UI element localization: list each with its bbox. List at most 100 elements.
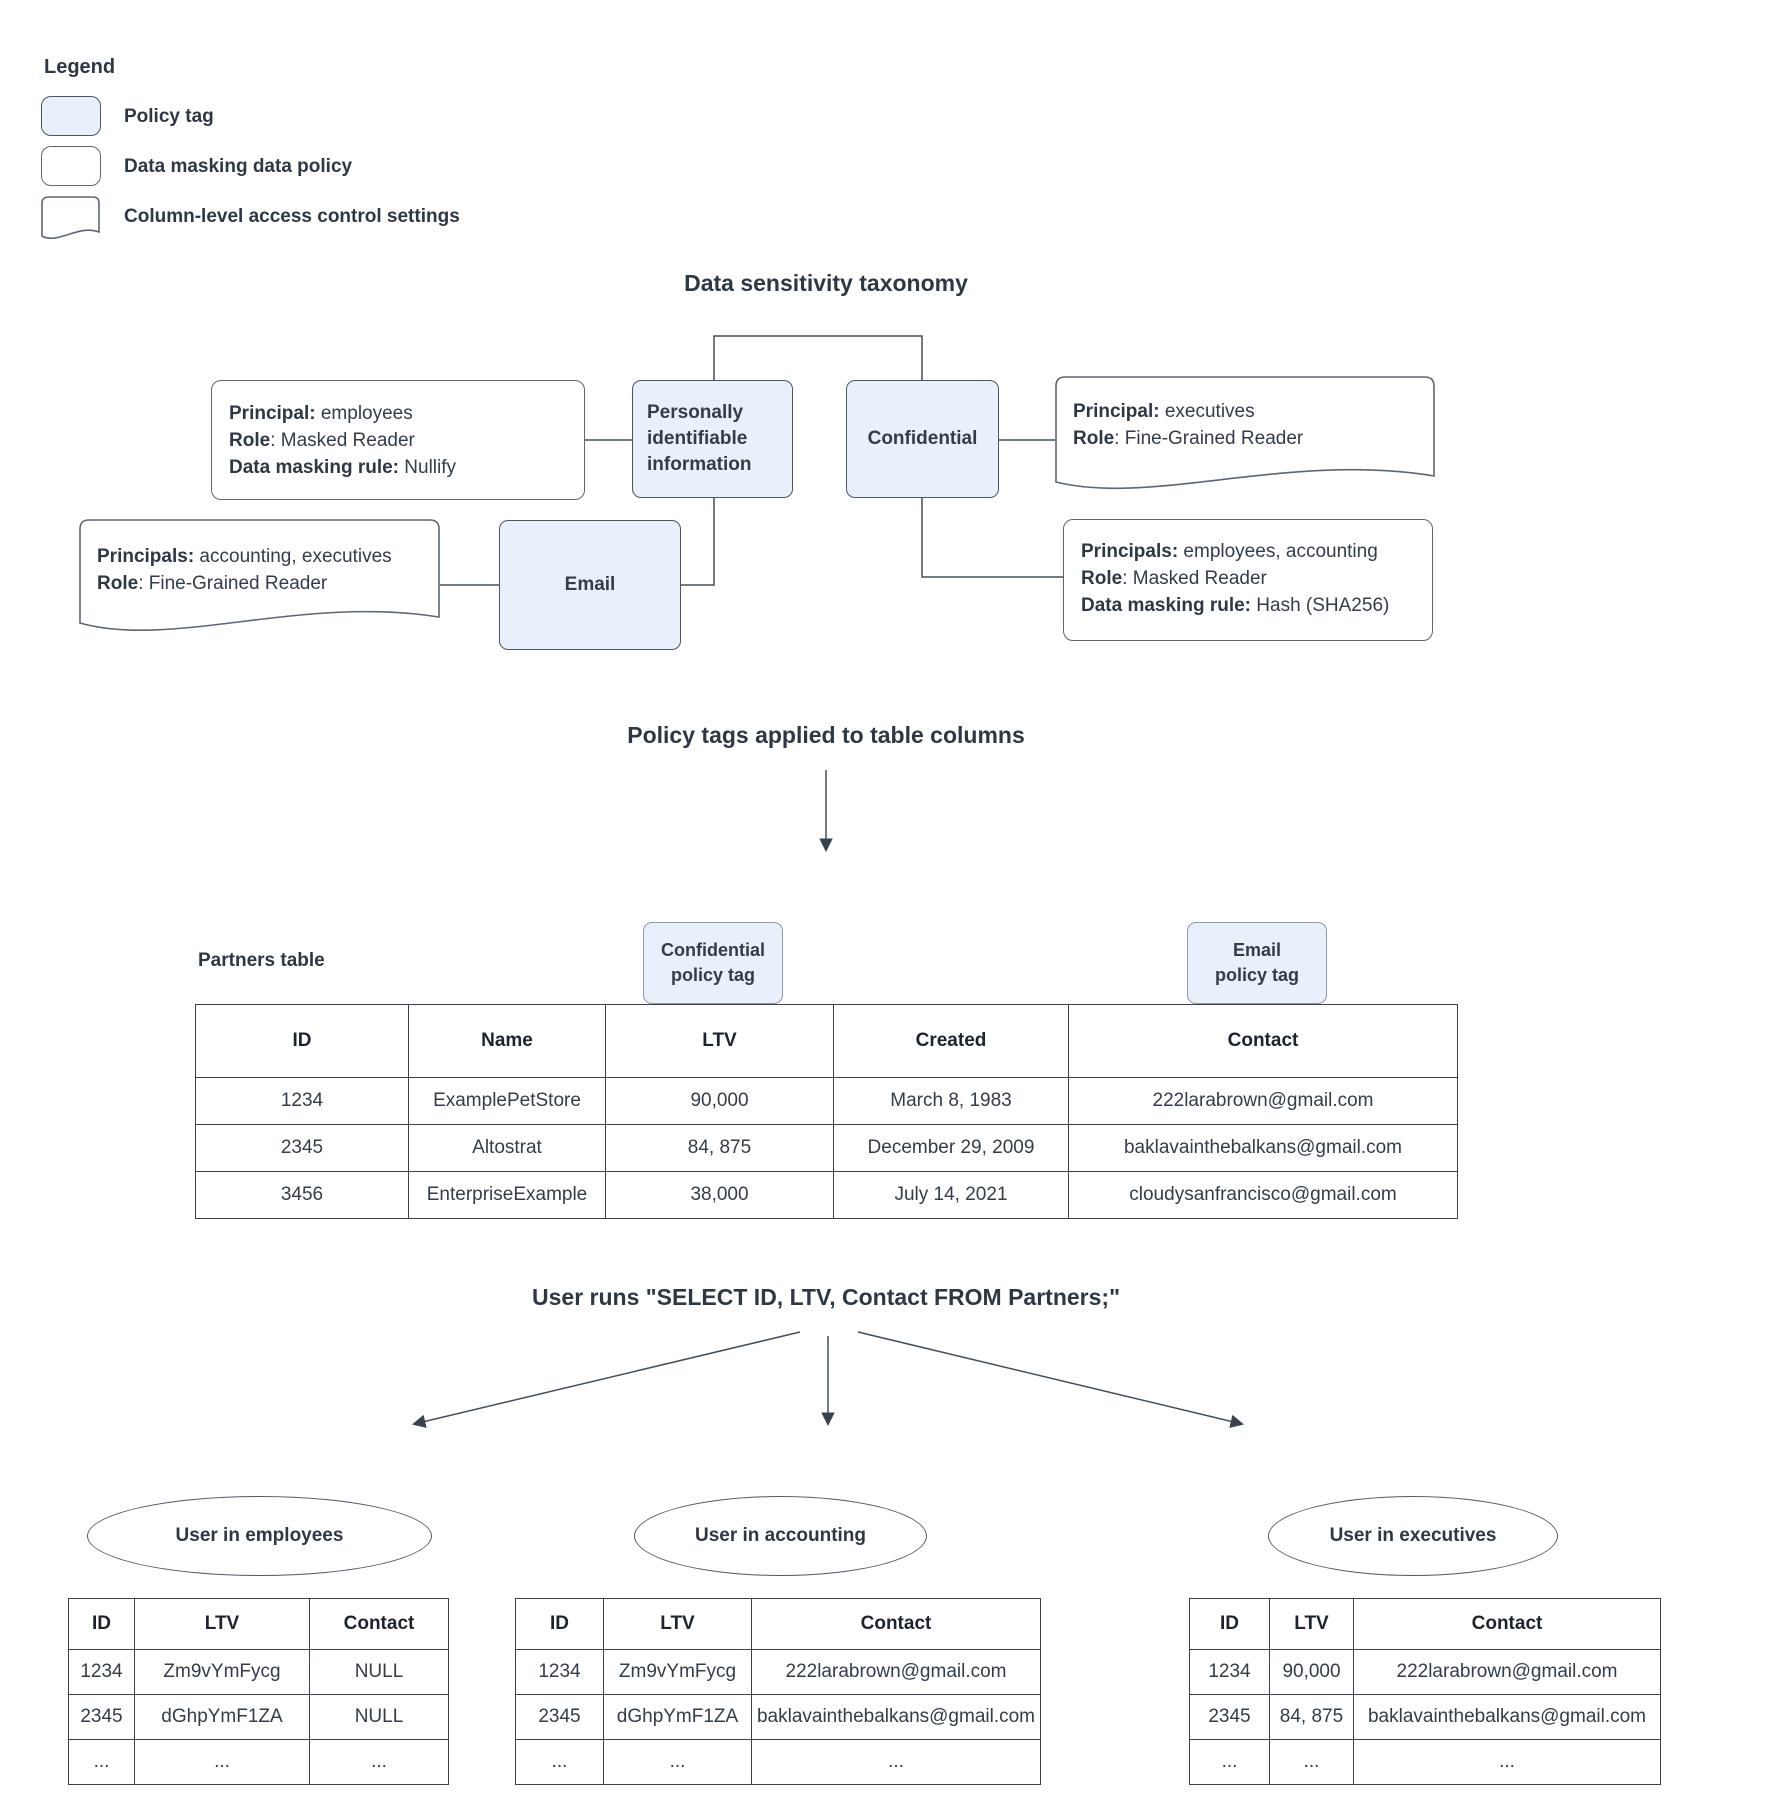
group-label: User in accounting bbox=[694, 1525, 867, 1546]
table-cell: 84, 875 bbox=[1269, 1694, 1354, 1740]
table-cell: EnterpriseExample bbox=[408, 1171, 606, 1219]
table-cell: dGhpYmF1ZA bbox=[603, 1694, 752, 1740]
table-cell: 2345 bbox=[68, 1694, 135, 1740]
table-cell: 222larabrown@gmail.com bbox=[1068, 1077, 1458, 1125]
column-header: Contact bbox=[309, 1598, 449, 1650]
table-row: ......... bbox=[1189, 1739, 1661, 1785]
table-cell: 2345 bbox=[1189, 1694, 1270, 1740]
policy-tag-label: Personally identifiable information bbox=[647, 402, 752, 475]
legend-item-label: Data masking data policy bbox=[124, 156, 353, 177]
column-header: LTV bbox=[603, 1598, 752, 1650]
table-cell: ... bbox=[1269, 1739, 1354, 1785]
table-cell: cloudysanfrancisco@gmail.com bbox=[1068, 1171, 1458, 1219]
policy-text: Principal: employees Role: Masked Reader… bbox=[229, 403, 457, 478]
table-cell: ... bbox=[515, 1739, 604, 1785]
masking-policy-nullify: Principal: employees Role: Masked Reader… bbox=[211, 380, 585, 500]
column-header: Contact bbox=[1353, 1598, 1661, 1650]
table-cell: ... bbox=[603, 1739, 752, 1785]
table-cell: 1234 bbox=[515, 1649, 604, 1695]
table-cell: dGhpYmF1ZA bbox=[134, 1694, 310, 1740]
table-cell: NULL bbox=[309, 1649, 449, 1695]
table-cell: 38,000 bbox=[605, 1171, 834, 1219]
legend-item-label: Column-level access control settings bbox=[124, 206, 460, 227]
policy-tag-label: Confidential bbox=[867, 428, 978, 449]
access-control-note-confidential: Principal: executives Role: Fine-Grained… bbox=[1055, 376, 1435, 502]
group-ellipse-executives: User in executives bbox=[1268, 1496, 1558, 1576]
table-cell: ExamplePetStore bbox=[408, 1077, 606, 1125]
table-cell: Altostrat bbox=[408, 1124, 606, 1172]
table-cell: ... bbox=[134, 1739, 310, 1785]
policy-tag-email: Email bbox=[499, 520, 681, 650]
access-control-text: Principals: accounting, executives Role:… bbox=[97, 546, 392, 594]
group-label: User in employees bbox=[175, 1525, 344, 1546]
legend-item-label: Policy tag bbox=[124, 106, 214, 127]
table-cell: 1234 bbox=[1189, 1649, 1270, 1695]
confidential-policy-tag-chip: Confidential policy tag bbox=[643, 922, 783, 1004]
table-cell: baklavainthebalkans@gmail.com bbox=[751, 1694, 1041, 1740]
policy-tag-pii: Personally identifiable information bbox=[632, 380, 793, 498]
column-header: LTV bbox=[1269, 1598, 1354, 1650]
table-cell: ... bbox=[68, 1739, 135, 1785]
column-header: ID bbox=[1189, 1598, 1270, 1650]
email-policy-tag-chip: Email policy tag bbox=[1187, 922, 1327, 1004]
table-cell: baklavainthebalkans@gmail.com bbox=[1353, 1694, 1661, 1740]
partners-table-label: Partners table bbox=[198, 950, 325, 971]
access-control-note-email: Principals: accounting, executives Role:… bbox=[79, 519, 440, 643]
chip-line: Email bbox=[1232, 940, 1282, 960]
policy-tag-confidential: Confidential bbox=[846, 380, 999, 498]
masking-policy-hash: Principals: employees, accounting Role: … bbox=[1063, 519, 1433, 641]
group-ellipse-accounting: User in accounting bbox=[634, 1496, 927, 1576]
table-cell: 84, 875 bbox=[605, 1124, 834, 1172]
table-cell: NULL bbox=[309, 1694, 449, 1740]
table-cell: ... bbox=[751, 1739, 1041, 1785]
column-header: Name bbox=[408, 1004, 606, 1078]
legend-access-control-swatch bbox=[41, 196, 101, 244]
column-header: Contact bbox=[751, 1598, 1041, 1650]
access-control-text: Principal: executives Role: Fine-Grained… bbox=[1073, 401, 1304, 449]
query-section-title: User runs "SELECT ID, LTV, Contact FROM … bbox=[532, 1284, 1120, 1310]
table-cell: 1234 bbox=[195, 1077, 409, 1125]
legend-title: Legend bbox=[44, 56, 116, 78]
table-cell: July 14, 2021 bbox=[833, 1171, 1069, 1219]
table-cell: March 8, 1983 bbox=[833, 1077, 1069, 1125]
table-cell: 222larabrown@gmail.com bbox=[1353, 1649, 1661, 1695]
table-cell: 1234 bbox=[68, 1649, 135, 1695]
group-label: User in executives bbox=[1329, 1525, 1497, 1546]
chip-line: policy tag bbox=[670, 965, 755, 985]
table-cell: ... bbox=[1189, 1739, 1270, 1785]
table-cell: ... bbox=[309, 1739, 449, 1785]
table-cell: 90,000 bbox=[605, 1077, 834, 1125]
chip-line: Confidential bbox=[661, 940, 765, 960]
table-cell: 90,000 bbox=[1269, 1649, 1354, 1695]
group-ellipse-employees: User in employees bbox=[87, 1496, 432, 1576]
table-cell: 2345 bbox=[515, 1694, 604, 1740]
legend-data-masking-swatch bbox=[41, 146, 101, 186]
column-header: LTV bbox=[605, 1004, 834, 1078]
table-cell: 2345 bbox=[195, 1124, 409, 1172]
taxonomy-section-title: Data sensitivity taxonomy bbox=[684, 270, 968, 296]
table-cell: December 29, 2009 bbox=[833, 1124, 1069, 1172]
policy-text: Principals: employees, accounting Role: … bbox=[1081, 541, 1390, 616]
table-cell: baklavainthebalkans@gmail.com bbox=[1068, 1124, 1458, 1172]
table-cell: Zm9vYmFycg bbox=[134, 1649, 310, 1695]
column-header: ID bbox=[68, 1598, 135, 1650]
table-cell: Zm9vYmFycg bbox=[603, 1649, 752, 1695]
table-cell: ... bbox=[1353, 1739, 1661, 1785]
